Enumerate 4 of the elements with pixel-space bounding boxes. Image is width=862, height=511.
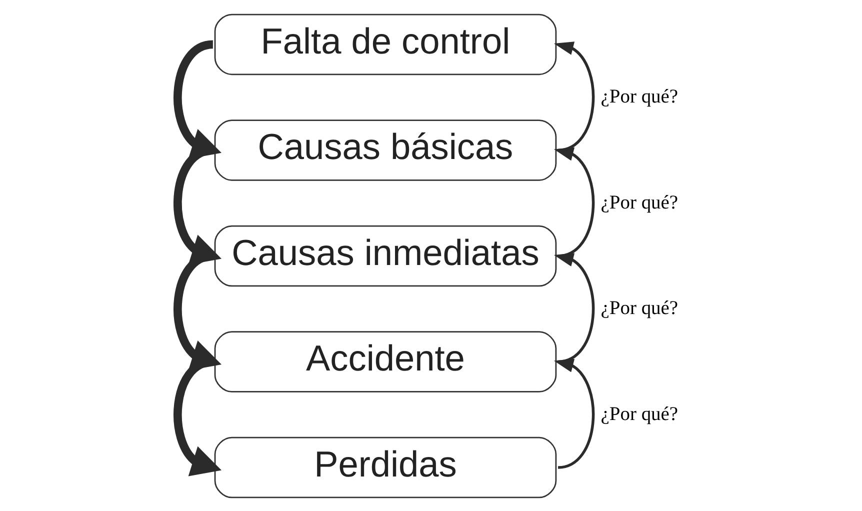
edge-label: ¿Por qué? — [600, 403, 678, 424]
edge-label: ¿Por qué? — [600, 192, 678, 213]
edge-label: ¿Por qué? — [600, 86, 678, 108]
edge-label: ¿Por qué? — [600, 298, 678, 319]
